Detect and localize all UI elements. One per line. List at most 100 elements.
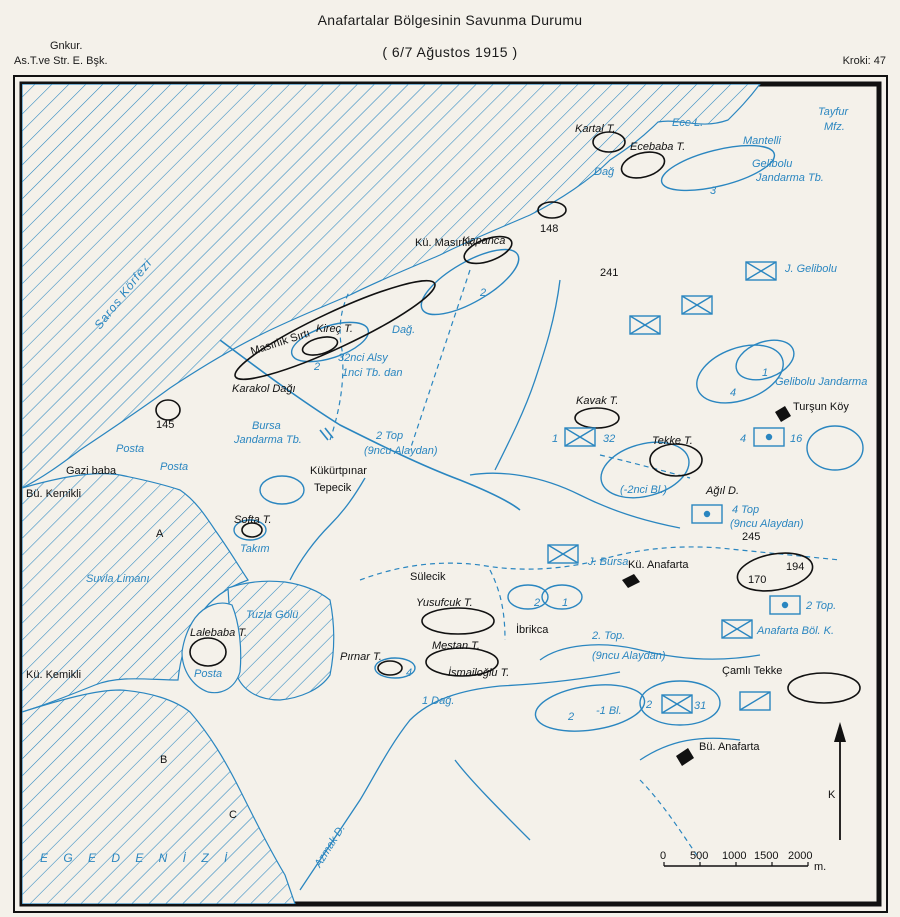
label-top4a2: (9ncu Alaydan) bbox=[730, 518, 804, 530]
ismail-unit-oval-2 bbox=[639, 680, 721, 726]
road-3 bbox=[599, 454, 691, 479]
label-n32: 32 bbox=[603, 433, 615, 445]
label-jgelibolu: J. Gelibolu bbox=[784, 263, 837, 275]
label-ece: Ece L. bbox=[672, 117, 703, 129]
label-n1b: 1 bbox=[552, 433, 558, 445]
gelibolu-jandarma-oval-1 bbox=[696, 344, 784, 404]
label-bukemikli: Bü. Kemikli bbox=[26, 488, 81, 500]
label-tursun: Turşun Köy bbox=[793, 401, 849, 413]
label-170: 170 bbox=[748, 574, 766, 586]
label-n31: 31 bbox=[694, 700, 706, 712]
kavak-hill bbox=[574, 407, 620, 429]
stream-5 bbox=[494, 279, 561, 471]
scale-0: 0 bbox=[660, 850, 666, 862]
label-n2e: 2 bbox=[645, 699, 652, 711]
label-top2a1: 2 Top bbox=[375, 430, 403, 442]
label-n1a: 1 bbox=[762, 367, 768, 379]
label-top2b: 2 Top. bbox=[805, 600, 836, 612]
kukurtpinar-oval bbox=[259, 475, 305, 505]
label-yusufcuk: Yusufcuk T. bbox=[416, 597, 473, 609]
mestan-hill bbox=[425, 647, 499, 677]
kirec-hill bbox=[301, 336, 339, 356]
kartal-hill bbox=[592, 131, 626, 153]
label-ecebaba: Ecebaba T. bbox=[630, 141, 685, 153]
label-c: C bbox=[229, 809, 237, 821]
label-kartal: Kartal T. bbox=[575, 123, 616, 135]
label-gazibaba: Gazi baba bbox=[66, 465, 117, 477]
label-n4a: 4 bbox=[730, 387, 736, 399]
label-agil: Ağıl D. bbox=[705, 485, 739, 497]
label-n16: 16 bbox=[790, 433, 803, 445]
org-line-2: As.T.ve Str. E. Bşk. bbox=[14, 55, 108, 67]
label-gelibolu-jtb2: Jandarma Tb. bbox=[755, 172, 824, 184]
label-a: A bbox=[156, 528, 164, 540]
yusufcuk-hill bbox=[421, 607, 495, 635]
scale-2000: 2000 bbox=[788, 850, 812, 862]
lalebaba-hill bbox=[189, 637, 227, 667]
label-n3: 3 bbox=[710, 185, 717, 197]
label-b: B bbox=[160, 754, 167, 766]
map-date: ( 6/7 Ağustos 1915 ) bbox=[382, 44, 518, 60]
ibrikca-oval-1 bbox=[507, 584, 549, 610]
label-n2a: 2 bbox=[479, 287, 486, 299]
label-kavak: Kavak T. bbox=[576, 395, 618, 407]
scale-500: 500 bbox=[690, 850, 708, 862]
outer-frame bbox=[13, 75, 888, 913]
hill-170-194 bbox=[736, 552, 814, 592]
label-kapanca: Kapanca bbox=[462, 235, 505, 247]
label-jbursa: J. Bursa bbox=[587, 556, 628, 568]
map-title: Anafartalar Bölgesinin Savunma Durumu bbox=[317, 12, 583, 28]
label-sulecik: Sülecik bbox=[410, 571, 446, 583]
label-bl2: (-2nci Bl.) bbox=[620, 484, 667, 496]
label-top2c2: (9ncu Alaydan) bbox=[592, 650, 666, 662]
label-gelibolu-jand: Gelibolu Jandarma bbox=[775, 376, 867, 388]
scale-bar bbox=[663, 862, 809, 867]
label-145: 145 bbox=[156, 419, 174, 431]
ecebaba-hill bbox=[620, 151, 666, 179]
stream-3 bbox=[539, 644, 761, 661]
label-azmak: Azmak D. bbox=[312, 823, 348, 871]
label-buanafarta: Bü. Anafarta bbox=[699, 741, 760, 753]
label-top2a2: (9ncu Alaydan) bbox=[364, 445, 438, 457]
label-dag2: Dağ. bbox=[392, 324, 415, 336]
road-6 bbox=[409, 269, 471, 451]
label-ibrikca: İbrikca bbox=[516, 623, 549, 636]
camli-tekke-hill bbox=[787, 672, 861, 704]
label-camli: Çamlı Tekke bbox=[722, 665, 782, 677]
label-lalebaba: Lalebaba T. bbox=[190, 627, 247, 639]
pirnar-hill bbox=[377, 660, 403, 676]
label-pirnar: Pırnar T. bbox=[340, 651, 382, 663]
stream-2 bbox=[469, 472, 681, 529]
kapanca-unit-oval bbox=[420, 248, 520, 316]
label-194: 194 bbox=[786, 561, 804, 573]
label-mestan: Mestan T. bbox=[432, 640, 480, 652]
label-n2c: 2 bbox=[533, 597, 540, 609]
label-top4a1: 4 Top bbox=[732, 504, 759, 516]
label-bursa-jtb1: Bursa bbox=[252, 420, 281, 432]
aegean-sea-water bbox=[22, 689, 296, 904]
stream-4 bbox=[639, 737, 741, 761]
label-tayfur2: Mfz. bbox=[824, 121, 845, 133]
label-n1c: 1 bbox=[562, 597, 568, 609]
label-n2b: 2 bbox=[313, 361, 320, 373]
suvla-bay-water bbox=[22, 473, 249, 713]
north-arrow bbox=[834, 722, 846, 840]
label-north-k: K bbox=[828, 789, 836, 801]
aegean-sea-label: E G E D E N İ Z İ bbox=[40, 851, 233, 865]
softa-hill bbox=[241, 522, 263, 538]
label-karakol: Karakol Dağı bbox=[232, 383, 296, 395]
label-posta2: Posta bbox=[160, 461, 188, 473]
org-line-1: Gnkur. bbox=[50, 40, 83, 52]
label-245: 245 bbox=[742, 531, 760, 543]
label-softa: Softa T. bbox=[234, 514, 272, 526]
saros-gulf-water bbox=[22, 84, 761, 489]
road-4 bbox=[489, 569, 506, 641]
hill-145 bbox=[155, 399, 181, 421]
label-takim: Takım bbox=[240, 543, 270, 555]
label-kuanafarta: Kü. Anafarta bbox=[628, 559, 689, 571]
label-n4b: 4 bbox=[740, 433, 746, 445]
kuanafarta-village-marker bbox=[622, 574, 640, 588]
pirnar-unit-oval bbox=[374, 657, 416, 679]
scale-1500: 1500 bbox=[754, 850, 778, 862]
tekke-unit-oval bbox=[600, 441, 690, 499]
